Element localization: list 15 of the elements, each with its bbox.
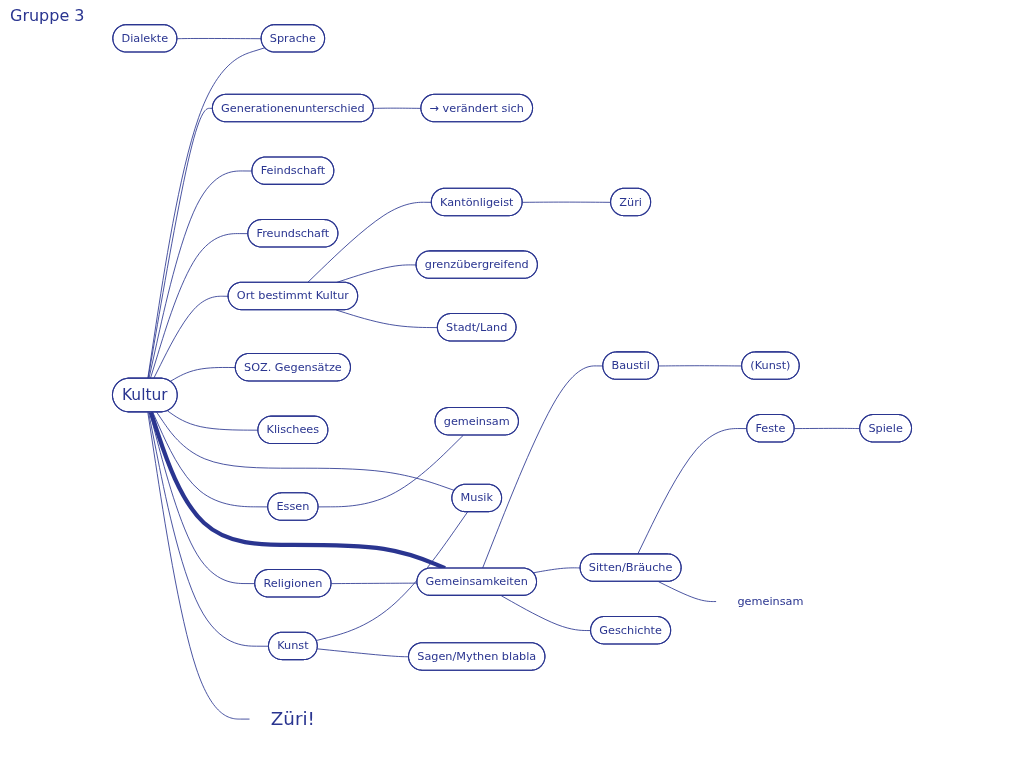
connector bbox=[147, 47, 266, 379]
connector bbox=[167, 410, 259, 431]
connector bbox=[176, 38, 262, 40]
connector bbox=[532, 567, 581, 574]
node-text: Züri! bbox=[270, 708, 315, 730]
connector bbox=[658, 581, 717, 602]
connector bbox=[150, 233, 249, 379]
connector bbox=[156, 411, 456, 491]
connector bbox=[148, 170, 253, 379]
connector bbox=[315, 511, 468, 641]
connector bbox=[147, 411, 251, 720]
node-text: gemeinsam bbox=[737, 594, 804, 608]
connector bbox=[330, 582, 418, 585]
connector bbox=[153, 295, 229, 379]
group-label: Gruppe 3 bbox=[10, 6, 85, 25]
